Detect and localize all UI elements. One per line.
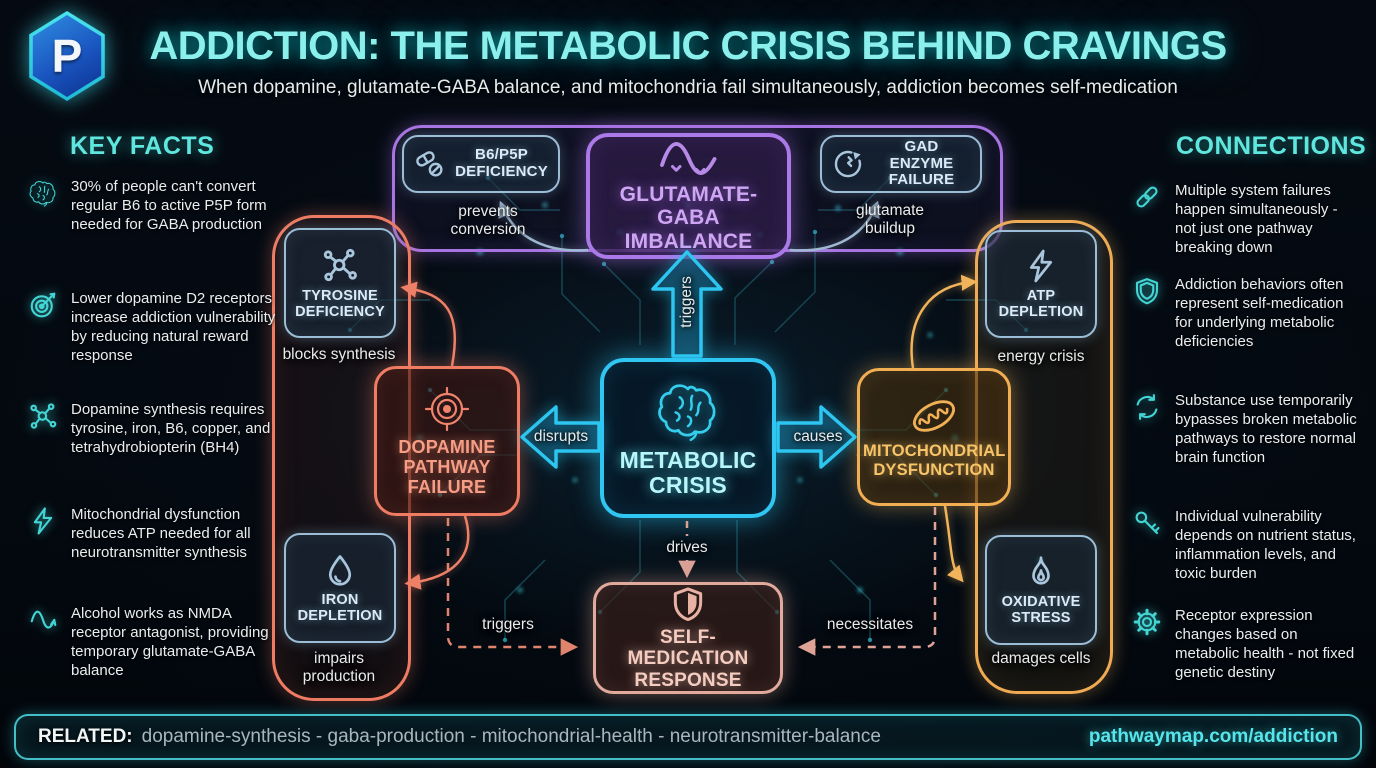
- connection-text: Multiple system failures happen simultan…: [1175, 182, 1338, 256]
- key-fact-item: Lower dopamine D2 receptors increase add…: [28, 290, 278, 366]
- node-oxidative-stress: OXIDATIVE STRESS: [985, 535, 1097, 645]
- key-fact-text: Dopamine synthesis requires tyrosine, ir…: [71, 401, 271, 456]
- edge-label-prevents-conversion: prevents conversion: [450, 203, 526, 238]
- connection-item: Individual vulnerability depends on nutr…: [1132, 508, 1360, 584]
- node-label: GLUTAMATE-GABA IMBALANCE: [619, 183, 758, 253]
- node-label: TYROSINE DEFICIENCY: [295, 287, 385, 320]
- node-label: ATP DEPLETION: [998, 287, 1084, 320]
- lightning-icon: [1023, 248, 1059, 284]
- molecule-icon: [321, 246, 359, 284]
- brain-icon: [28, 178, 58, 208]
- shield-icon: [1132, 276, 1162, 306]
- node-b6-p5p-deficiency: B6/P5P DEFICIENCY: [402, 135, 560, 193]
- node-label: OXIDATIVE STRESS: [1001, 593, 1081, 626]
- crosshair-target-icon: [423, 385, 471, 433]
- connection-item: Receptor expression changes based on met…: [1132, 607, 1360, 683]
- shield-icon: [669, 585, 707, 623]
- node-glutamate-gaba-imbalance: GLUTAMATE-GABA IMBALANCE: [586, 133, 791, 259]
- node-iron-depletion: IRON DEPLETION: [284, 533, 396, 643]
- logo-letter: P: [51, 30, 83, 82]
- page-subtitle: When dopamine, glutamate-GABA balance, a…: [198, 77, 1178, 98]
- edge-label-energy-crisis: energy crisis: [997, 348, 1085, 365]
- wave-icon: [28, 605, 58, 635]
- connection-text: Individual vulnerability depends on nutr…: [1175, 508, 1356, 582]
- node-dopamine-pathway-failure: DOPAMINE PATHWAY FAILURE: [374, 366, 520, 516]
- edge-label-damages-cells: damages cells: [991, 650, 1091, 667]
- node-tyrosine-deficiency: TYROSINE DEFICIENCY: [284, 228, 396, 338]
- key-fact-text: Alcohol works as NMDA receptor antagonis…: [71, 605, 269, 679]
- mitochondria-icon: [903, 394, 965, 438]
- key-fact-text: Lower dopamine D2 receptors increase add…: [71, 290, 276, 364]
- pathwaymap-logo: P: [20, 10, 114, 102]
- connection-text: Receptor expression changes based on met…: [1175, 607, 1355, 681]
- edge-label-necessitates: necessitates: [826, 616, 914, 633]
- edge-label-triggers-up: triggers: [678, 276, 696, 328]
- node-label: GAD ENZYME FAILURE: [888, 137, 955, 189]
- related-items: dopamine-synthesis - gaba-production - m…: [141, 726, 881, 747]
- footer-bar: RELATED: dopamine-synthesis - gaba-produ…: [14, 714, 1362, 760]
- edge-label-blocks-synthesis: blocks synthesis: [282, 346, 396, 363]
- refresh-icon: [1132, 392, 1162, 422]
- edge-label-triggers-dashed: triggers: [482, 616, 534, 633]
- node-mitochondrial-dysfunction: MITOCHONDRIAL DYSFUNCTION: [857, 368, 1011, 506]
- gear-icon: [1132, 607, 1162, 637]
- node-label: MITOCHONDRIAL DYSFUNCTION: [863, 442, 1006, 479]
- key-icon: [1132, 508, 1162, 538]
- footer-url[interactable]: pathwaymap.com/addiction: [1088, 726, 1338, 747]
- connection-item: Multiple system failures happen simultan…: [1132, 182, 1360, 258]
- connection-item: Substance use temporarily bypasses broke…: [1132, 392, 1360, 468]
- edge-label-drives: drives: [666, 539, 708, 556]
- droplet-icon: [322, 552, 358, 588]
- node-label: IRON DEPLETION: [297, 591, 383, 624]
- broken-enzyme-icon: [832, 148, 864, 180]
- key-fact-text: 30% of people can't convert regular B6 t…: [71, 178, 267, 233]
- connection-text: Addiction behaviors often represent self…: [1175, 276, 1344, 350]
- dart-target-icon: [28, 290, 58, 320]
- node-label: B6/P5P DEFICIENCY: [455, 146, 548, 180]
- edge-label-glutamate-buildup: glutamate buildup: [855, 202, 925, 237]
- node-label: SELF-MEDICATION RESPONSE: [627, 627, 749, 691]
- node-metabolic-crisis: METABOLIC CRISIS: [600, 358, 776, 518]
- key-fact-item: Dopamine synthesis requires tyrosine, ir…: [28, 401, 278, 458]
- node-atp-depletion: ATP DEPLETION: [985, 230, 1097, 338]
- node-label: DOPAMINE PATHWAY FAILURE: [398, 436, 496, 498]
- key-fact-item: 30% of people can't convert regular B6 t…: [28, 178, 278, 235]
- key-fact-text: Mitochondrial dysfunction reduces ATP ne…: [71, 506, 251, 561]
- connection-item: Addiction behaviors often represent self…: [1132, 276, 1360, 352]
- brain-icon: [655, 378, 721, 444]
- key-fact-item: Mitochondrial dysfunction reduces ATP ne…: [28, 506, 278, 563]
- edge-label-causes: causes: [793, 428, 843, 445]
- node-label: METABOLIC CRISIS: [619, 447, 757, 498]
- molecule-icon: [28, 401, 58, 431]
- edge-label-impairs-production: impairs production: [302, 650, 376, 685]
- flame-icon: [1023, 554, 1059, 590]
- node-gad-enzyme-failure: GAD ENZYME FAILURE: [820, 135, 982, 193]
- node-self-medication-response: SELF-MEDICATION RESPONSE: [593, 582, 783, 694]
- chain-link-icon: [1132, 182, 1162, 212]
- lightning-icon: [28, 506, 58, 536]
- key-facts-heading: KEY FACTS: [70, 132, 215, 160]
- key-fact-item: Alcohol works as NMDA receptor antagonis…: [28, 605, 278, 681]
- edge-label-disrupts: disrupts: [533, 428, 589, 445]
- page-title: ADDICTION: THE METABOLIC CRISIS BEHIND C…: [149, 24, 1227, 68]
- connections-heading: CONNECTIONS: [1176, 132, 1367, 160]
- pills-icon: [414, 148, 446, 180]
- related-label: RELATED:: [38, 726, 133, 747]
- connection-text: Substance use temporarily bypasses broke…: [1175, 392, 1357, 466]
- wave-icon: [653, 139, 725, 179]
